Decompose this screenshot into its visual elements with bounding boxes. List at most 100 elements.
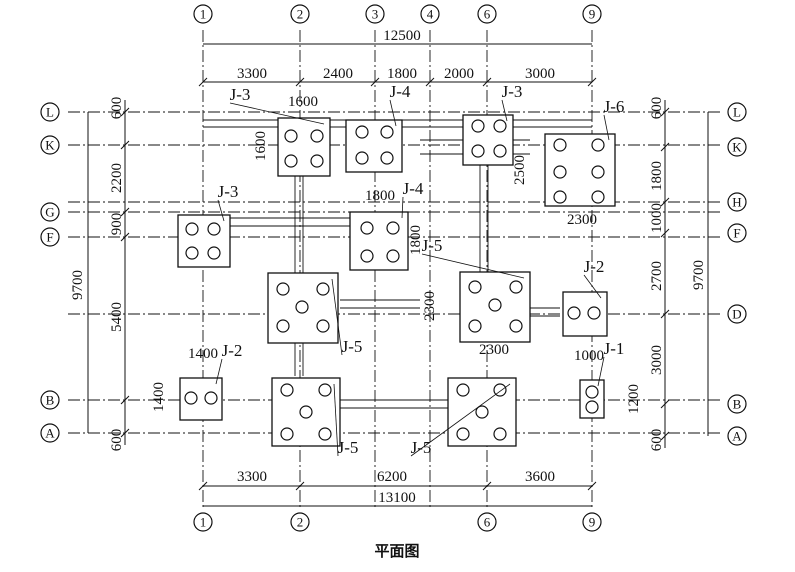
axis-bubble bbox=[727, 192, 747, 212]
pile-circle bbox=[204, 391, 218, 405]
dim-tick bbox=[660, 142, 670, 152]
pile-circle bbox=[310, 154, 324, 168]
axis-bubble-label: 1 bbox=[200, 7, 207, 22]
leader-line bbox=[333, 383, 339, 457]
dim-left-total: 9700 bbox=[70, 270, 86, 300]
footing-outline bbox=[177, 214, 231, 268]
footing-outline bbox=[277, 117, 331, 177]
footing-size: 1400 bbox=[188, 346, 218, 362]
leader-line bbox=[603, 114, 610, 141]
axis-bubble bbox=[727, 394, 747, 414]
dim-tick bbox=[120, 107, 130, 117]
pile-circle bbox=[553, 138, 567, 152]
pile-circle bbox=[585, 400, 599, 414]
dim-left-span: 5400 bbox=[109, 302, 125, 332]
footing-size: 1000 bbox=[574, 348, 604, 364]
leader-line bbox=[215, 358, 223, 385]
footing bbox=[345, 119, 403, 173]
footing-label: J-3 bbox=[502, 82, 523, 101]
dim-tick bbox=[660, 399, 670, 409]
pile-circle bbox=[295, 300, 309, 314]
pile-circle bbox=[386, 221, 400, 235]
pile-circle bbox=[468, 280, 482, 294]
footing-size: 2300 bbox=[422, 291, 438, 321]
footing-label: J-5 bbox=[422, 236, 443, 255]
leader-line bbox=[421, 253, 525, 279]
pile-circle bbox=[280, 383, 294, 397]
pile-circle bbox=[310, 129, 324, 143]
dim-top-span: 3300 bbox=[237, 66, 267, 82]
dim-tick bbox=[660, 431, 670, 441]
axis-bubble-label: 6 bbox=[484, 7, 491, 22]
footing-size: 1200 bbox=[626, 384, 642, 414]
dim-bottom-total: 13100 bbox=[378, 490, 416, 506]
pile-circle bbox=[553, 165, 567, 179]
leader-line bbox=[597, 356, 605, 387]
axis-bubble bbox=[582, 4, 602, 24]
footing bbox=[179, 377, 223, 421]
axis-bubble bbox=[420, 4, 440, 24]
footing-size: 1400 bbox=[151, 382, 167, 412]
pile-circle bbox=[184, 391, 198, 405]
pile-circle bbox=[185, 246, 199, 260]
footing-label: J-3 bbox=[230, 85, 251, 104]
dim-right-span: 2700 bbox=[649, 261, 665, 291]
dim-left-span: 600 bbox=[109, 97, 125, 120]
footing bbox=[277, 117, 331, 177]
axis-bubble-label: A bbox=[45, 426, 55, 441]
axis-bubble-label: G bbox=[45, 205, 54, 220]
pile-circle bbox=[591, 190, 605, 204]
footing-size: 1800 bbox=[408, 225, 424, 255]
pile-circle bbox=[280, 427, 294, 441]
axis-bubble bbox=[290, 4, 310, 24]
plan-caption: 平面图 bbox=[374, 543, 419, 560]
footing-outline bbox=[345, 119, 403, 173]
dim-tick bbox=[295, 481, 305, 491]
pile-circle bbox=[284, 129, 298, 143]
footing bbox=[462, 114, 514, 166]
leader-line bbox=[331, 278, 343, 356]
dim-bottom-span: 3600 bbox=[525, 469, 555, 485]
pile-circle bbox=[386, 249, 400, 263]
dim-right-total: 9700 bbox=[691, 260, 707, 290]
axis-bubble bbox=[290, 512, 310, 532]
dim-tick bbox=[660, 228, 670, 238]
axis-bubble bbox=[727, 426, 747, 446]
pile-circle bbox=[355, 151, 369, 165]
footing-label: J-5 bbox=[342, 337, 363, 356]
axis-bubble bbox=[365, 4, 385, 24]
pile-circle bbox=[380, 151, 394, 165]
pile-circle bbox=[318, 427, 332, 441]
pile-circle bbox=[471, 144, 485, 158]
footing-size: 1800 bbox=[365, 188, 395, 204]
pile-circle bbox=[185, 222, 199, 236]
axis-bubble-label: D bbox=[732, 307, 741, 322]
pile-circle bbox=[360, 249, 374, 263]
axis-bubble bbox=[193, 512, 213, 532]
pile-circle bbox=[553, 190, 567, 204]
axis-bubble-label: 4 bbox=[427, 7, 434, 22]
footings bbox=[177, 114, 616, 447]
dim-right-span: 600 bbox=[649, 97, 665, 120]
dim-tick bbox=[120, 207, 130, 217]
dim-left-span: 600 bbox=[109, 429, 125, 452]
pile-circle bbox=[456, 383, 470, 397]
leader-line bbox=[401, 196, 404, 219]
axis-bubble bbox=[727, 102, 747, 122]
axis-bubble bbox=[477, 4, 497, 24]
dim-tick bbox=[660, 309, 670, 319]
leader-line bbox=[410, 383, 511, 457]
dim-top-span: 1800 bbox=[387, 66, 417, 82]
pile-circle bbox=[493, 144, 507, 158]
footing-size: 2300 bbox=[567, 212, 597, 228]
footing-label: J-2 bbox=[584, 257, 605, 276]
axis-bubble-label: 9 bbox=[589, 7, 596, 22]
leader-line bbox=[583, 274, 602, 299]
dim-tick bbox=[660, 197, 670, 207]
dim-top-total: 12500 bbox=[383, 28, 421, 44]
footing-size: 1600 bbox=[288, 94, 318, 110]
axis-bubble-label: A bbox=[732, 429, 742, 444]
dim-tick bbox=[295, 77, 305, 87]
